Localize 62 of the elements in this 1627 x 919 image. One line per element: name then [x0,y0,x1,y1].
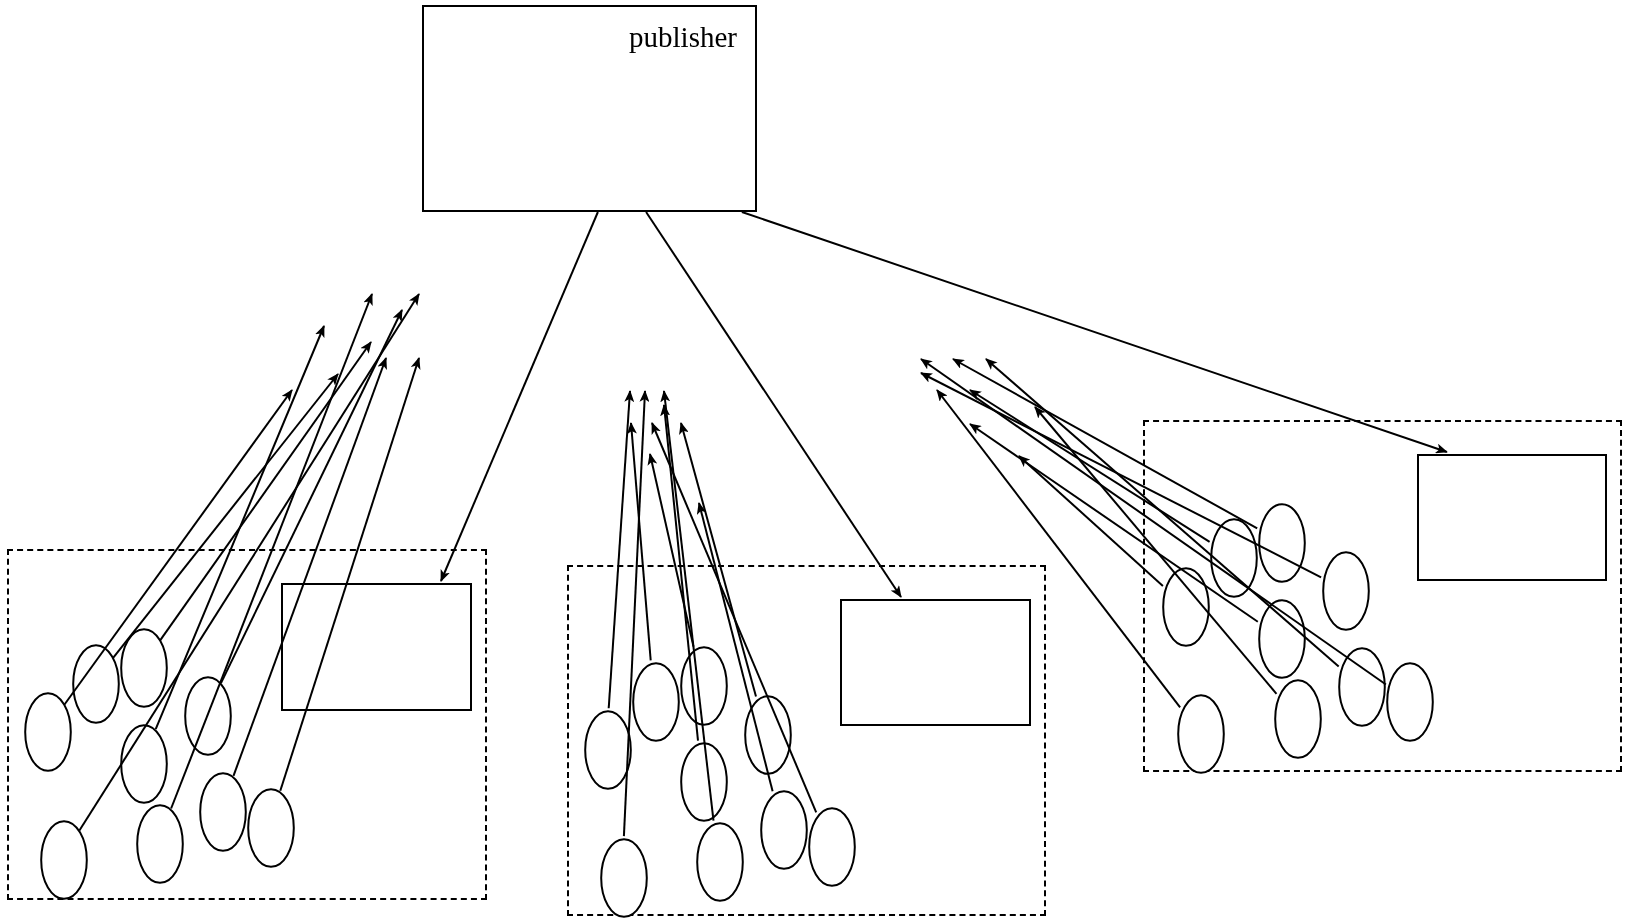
ellipse-node [680,646,728,726]
ellipse-node [680,742,728,822]
arrow [696,502,774,793]
ellipse-node [584,710,632,790]
ellipse-node [247,788,295,868]
arrow [154,325,325,731]
arrow [952,358,1259,530]
arrow [985,358,1340,668]
arrow [740,211,1448,454]
ellipse-node [199,772,247,852]
ellipse-node [1274,679,1322,759]
arrow [660,404,699,742]
ellipse-node [808,807,856,887]
ellipse-node [136,804,184,884]
ellipse-node [120,724,168,804]
ellipse-node [120,628,168,708]
ellipse-node [744,695,792,775]
arrow [651,422,818,814]
ellipse-node [1210,518,1258,598]
ellipse-node [696,822,744,902]
arrow [1018,455,1164,587]
ellipse-node [1177,694,1225,774]
arrow [63,389,293,706]
node-label: publisher [629,21,737,54]
arrow [936,389,1182,709]
ellipse-node [1338,647,1386,727]
arrow [645,211,902,598]
arrow [607,390,635,710]
ellipse-node [1386,662,1434,742]
arrow [920,358,1387,686]
arrow [78,293,420,832]
ellipse-node [600,838,648,918]
arrow [279,357,421,792]
dashed-group-box [1143,420,1622,772]
ellipse-node [184,676,232,756]
dashed-group-box [7,549,487,900]
arrow [679,422,757,698]
arrow [232,357,387,777]
process-box [422,5,757,212]
ellipse-node [760,790,808,870]
arrow [1034,406,1278,695]
empty-box [1417,454,1607,581]
arrow [440,211,599,582]
ellipse-node [1162,567,1210,647]
arrow [220,309,403,684]
ellipse-node [24,692,72,772]
ellipse-node [72,644,120,724]
arrow [622,390,650,838]
arrow [969,389,1211,543]
empty-box [281,583,472,711]
ellipse-node [40,820,88,900]
ellipse-node [632,662,680,742]
arrow [112,373,339,659]
arrow [170,293,373,810]
ellipse-node [1322,551,1370,631]
ellipse-node [1258,599,1306,679]
ellipse-node [1258,503,1306,583]
empty-box [840,599,1031,726]
arrow [626,422,652,662]
arrow [969,423,1259,623]
arrow [159,341,372,642]
dashed-group-box [567,565,1046,916]
